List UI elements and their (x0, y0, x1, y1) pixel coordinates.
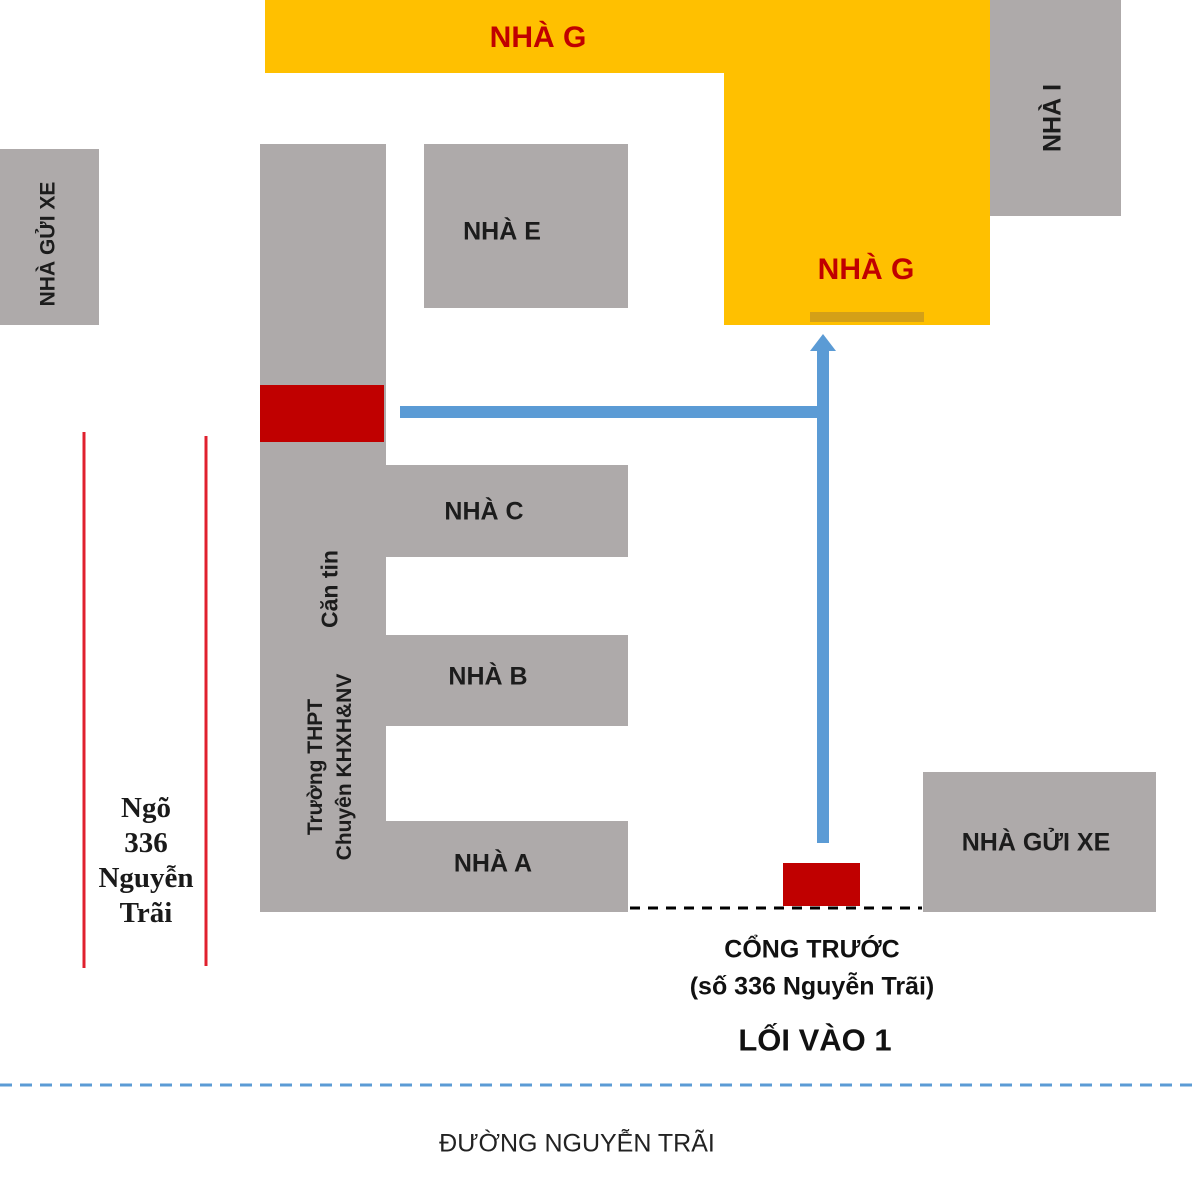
lane-name-line-2: 336 (124, 827, 168, 859)
building-parking-west: NHÀ GỬI XE (0, 149, 99, 325)
building-label-nha-a: NHÀ A (453, 849, 533, 878)
building-label-nha-g-main: NHÀ G (489, 21, 587, 54)
building-nha-g-wing: NHÀ G (724, 73, 990, 325)
building-nha-a: NHÀ A (386, 821, 628, 912)
building-nha-c: NHÀ C (386, 465, 628, 557)
building-label-nha-b: NHÀ B (448, 662, 528, 691)
lane-name-line-4: Trãi (119, 897, 173, 929)
front-gate-marker (783, 863, 860, 906)
building-label-nha-g-wing: NHÀ G (817, 253, 915, 286)
building-nha-g-main: NHÀ G (265, 0, 990, 73)
building-label-nha-e: NHÀ E (463, 217, 541, 246)
building-nha-b: NHÀ B (386, 635, 628, 726)
up-arrow-icon (810, 334, 836, 351)
side-entrance-marker (260, 385, 384, 442)
building-label-nha-c: NHÀ C (444, 497, 524, 526)
building-school-block: Căn tin Trường THPT Chuyên KHXH&NV (260, 144, 386, 912)
building-nha-e: NHÀ E (424, 144, 628, 308)
gate-address: (số 336 Nguyễn Trãi) (689, 972, 935, 1001)
nha-g-entrance-step (810, 312, 924, 322)
building-nha-i: NHÀ I (990, 0, 1121, 216)
building-label-parking-east: NHÀ GỬI XE (961, 828, 1111, 857)
street-name: ĐƯỜNG NGUYỄN TRÃI (439, 1129, 715, 1158)
lane-name-line-1: Ngõ (121, 792, 171, 824)
entrance-label: LỐI VÀO 1 (738, 1022, 892, 1058)
lane-name: Ngõ 336 Nguyễn Trãi (98, 791, 193, 931)
lane-name-line-3: Nguyễn (98, 862, 194, 894)
gate-title: CỔNG TRƯỚC (724, 935, 900, 964)
building-parking-east: NHÀ GỬI XE (923, 772, 1156, 912)
